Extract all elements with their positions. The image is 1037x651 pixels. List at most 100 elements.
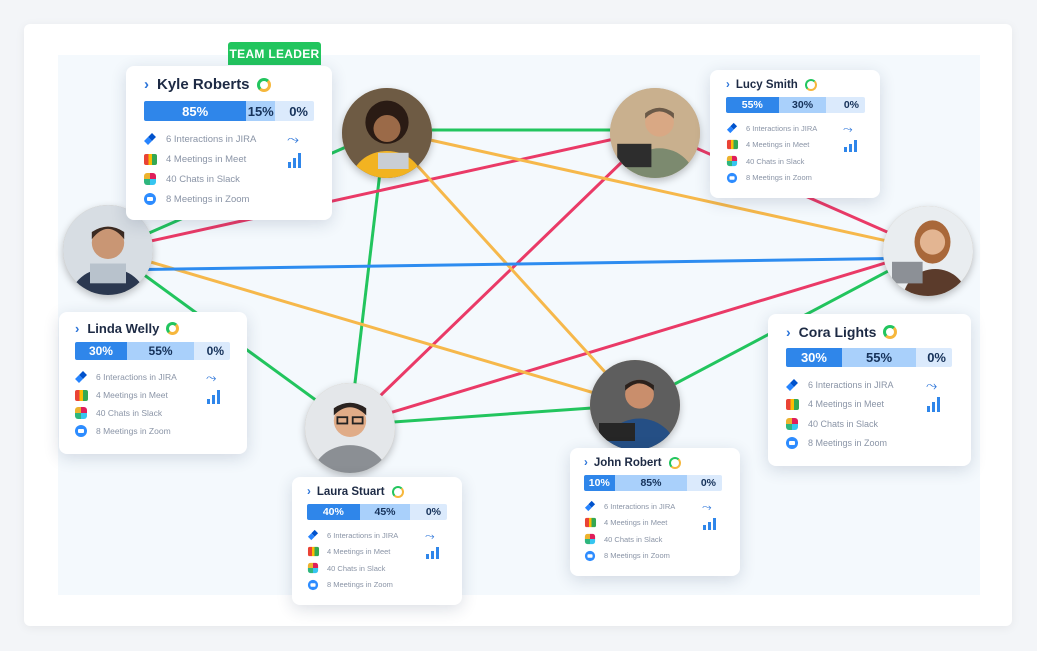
card-header: › Cora Lights (786, 324, 953, 340)
card-header: › Linda Welly (75, 321, 231, 336)
progress-ring-icon (166, 322, 180, 335)
zoom-icon (786, 437, 798, 450)
jira-icon (144, 133, 156, 145)
google-meet-icon (75, 389, 88, 401)
progress-ring-icon (883, 325, 898, 339)
stat-slack: 40 Chats in Slack (786, 414, 953, 434)
card-header: › Laura Stuart (307, 486, 447, 498)
stat-meet: 4 Meetings in Meet (75, 386, 231, 404)
chevron-right-icon[interactable]: › (584, 457, 588, 469)
stat-label: 40 Chats in Slack (327, 563, 386, 573)
bar-segment-tertiary: 0% (687, 475, 722, 491)
progress-ring-icon (804, 79, 817, 91)
progress-ring-icon (256, 77, 271, 92)
share-icon[interactable]: ⤳ (843, 122, 853, 136)
chevron-right-icon[interactable]: › (786, 324, 791, 340)
avatar-man-beard[interactable] (63, 205, 153, 295)
person-photo-icon (883, 206, 973, 296)
stat-label: 8 Meetings in Zoom (166, 193, 250, 205)
person-name: Linda Welly (87, 321, 160, 336)
stat-zoom: 8 Meetings in Zoom (786, 434, 953, 454)
person-name: Cora Lights (798, 324, 877, 340)
bar-chart-icon[interactable] (288, 153, 301, 168)
person-card-john-robert[interactable]: › John Robert 10% 85% 0% 6 Interactions … (570, 448, 740, 576)
slack-icon (307, 563, 319, 574)
jira-icon (308, 530, 318, 540)
stat-label: 6 Interactions in JIRA (96, 372, 177, 382)
stat-label: 40 Chats in Slack (166, 173, 240, 185)
stat-meet: 4 Meetings in Meet (307, 544, 447, 561)
slack-icon (786, 417, 798, 430)
avatar-man-glasses[interactable] (305, 383, 395, 473)
bar-chart-icon[interactable] (844, 140, 857, 152)
stat-label: 8 Meetings in Zoom (96, 426, 171, 436)
bar-chart-icon[interactable] (207, 390, 220, 404)
stat-label: 4 Meetings in Meet (166, 153, 247, 165)
stat-slack: 40 Chats in Slack (144, 169, 314, 189)
stat-label: 40 Chats in Slack (808, 418, 879, 429)
person-photo-icon (610, 88, 700, 178)
stat-zoom: 8 Meetings in Zoom (726, 170, 864, 187)
stats-list: 6 Interactions in JIRA 4 Meetings in Mee… (307, 527, 447, 593)
avatar-man-plaid[interactable] (610, 88, 700, 178)
bar-chart-icon[interactable] (426, 547, 439, 559)
avatar-woman-brown[interactable] (883, 206, 973, 296)
stat-slack: 40 Chats in Slack (584, 531, 726, 548)
chevron-right-icon[interactable]: › (726, 79, 730, 91)
bar-segment-primary: 55% (726, 97, 779, 113)
share-icon[interactable]: ⤳ (425, 529, 435, 543)
stat-meet: 4 Meetings in Meet (726, 137, 864, 154)
avatar-man-blue[interactable] (590, 360, 680, 450)
stat-slack: 40 Chats in Slack (726, 153, 864, 170)
person-card-kyle-roberts[interactable]: › Kyle Roberts 85% 15% 0% 6 Interactions… (126, 66, 332, 220)
chevron-right-icon[interactable]: › (307, 486, 311, 498)
bar-segment-tertiary: 0% (826, 97, 865, 113)
avatar-woman-curly[interactable] (342, 88, 432, 178)
link-line (348, 129, 387, 426)
card-header: › John Robert (584, 457, 726, 469)
stat-jira: 6 Interactions in JIRA (75, 368, 231, 386)
share-icon[interactable]: ⤳ (206, 370, 217, 385)
bar-segment-tertiary: 0% (275, 101, 314, 121)
stat-zoom: 8 Meetings in Zoom (307, 577, 447, 594)
slack-icon (584, 534, 596, 545)
person-card-laura-stuart[interactable]: › Laura Stuart 40% 45% 0% 6 Interactions… (292, 477, 462, 605)
stat-label: 4 Meetings in Meet (808, 399, 885, 410)
person-card-cora-lights[interactable]: › Cora Lights 30% 55% 0% 6 Interactions … (768, 314, 971, 466)
stat-meet: 4 Meetings in Meet (786, 395, 953, 415)
stat-label: 6 Interactions in JIRA (746, 123, 818, 133)
person-photo-icon (590, 360, 680, 450)
stat-label: 4 Meetings in Meet (96, 390, 168, 400)
link-line (109, 248, 636, 407)
allocation-bar: 30% 55% 0% (786, 348, 952, 367)
link-line (349, 248, 929, 427)
stat-label: 6 Interactions in JIRA (166, 133, 257, 145)
bar-segment-secondary: 30% (778, 97, 827, 113)
person-card-linda-welly[interactable]: › Linda Welly 30% 55% 0% 6 Interactions … (59, 312, 247, 454)
person-card-lucy-smith[interactable]: › Lucy Smith 55% 30% 0% 6 Interactions i… (710, 70, 880, 198)
slack-icon (75, 407, 87, 419)
google-meet-icon (786, 398, 799, 410)
share-icon[interactable]: ⤳ (926, 377, 938, 393)
zoom-icon (307, 579, 319, 590)
bar-chart-icon[interactable] (703, 518, 716, 530)
bar-chart-icon[interactable] (927, 397, 940, 412)
chevron-right-icon[interactable]: › (144, 76, 149, 93)
slack-icon (726, 156, 738, 167)
bar-segment-tertiary: 0% (194, 342, 230, 360)
team-leader-tag: TEAM LEADER (228, 42, 321, 65)
chevron-right-icon[interactable]: › (75, 321, 80, 336)
person-name: Kyle Roberts (157, 76, 250, 93)
share-icon[interactable]: ⤳ (702, 500, 712, 514)
stat-label: 8 Meetings in Zoom (808, 438, 888, 449)
progress-ring-icon (668, 457, 681, 469)
stat-jira: 6 Interactions in JIRA (307, 527, 447, 544)
stats-list: 6 Interactions in JIRA 4 Meetings in Mee… (726, 120, 864, 186)
google-meet-icon (584, 518, 597, 528)
share-icon[interactable]: ⤳ (287, 131, 300, 148)
bar-segment-secondary: 15% (246, 101, 276, 121)
allocation-bar: 30% 55% 0% (75, 342, 230, 360)
stat-label: 4 Meetings in Meet (327, 547, 391, 557)
stat-slack: 40 Chats in Slack (75, 404, 231, 422)
